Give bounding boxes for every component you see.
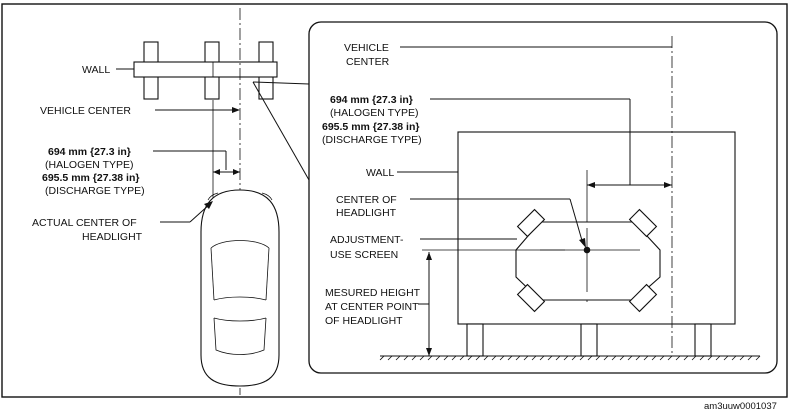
detail-view: VEHICLE CENTER 694 mm {27.3 in} (HALOGEN… [308,21,778,374]
headlight-center-point [583,246,591,254]
discharge-type-label: (DISCHARGE TYPE) [45,185,145,197]
zoom-line-bottom [252,81,310,181]
detail-halogen-type-label: (HALOGEN TYPE) [330,107,419,119]
adjustment-screen [515,208,661,313]
wall-top-view [133,41,278,100]
dimension-arrow [213,169,240,175]
zoom-line-top [252,81,310,85]
measured-height-label-3: OF HEADLIGHT [325,315,403,327]
detail-wall-label: WALL [366,167,394,179]
vehicle-center-label: VEHICLE CENTER [40,105,131,117]
center-headlight-label-2: HEADLIGHT [336,207,397,219]
distance-discharge-label: 695.5 mm {27.38 in} [42,172,139,184]
halogen-type-label: (HALOGEN TYPE) [45,159,134,171]
outer-frame [1,3,788,398]
actual-center-label-2: HEADLIGHT [82,231,143,243]
vehicle-outline [200,189,280,387]
adjustment-screen-label-2: USE SCREEN [330,249,398,261]
distance-halogen-label: 694 mm {27.3 in} [48,146,131,158]
measured-height-label-2: AT CENTER POINT [325,301,419,313]
detail-vehicle-center-label-1: VEHICLE [344,42,389,54]
wall-post-left [466,323,484,357]
detail-discharge-type-label: (DISCHARGE TYPE) [322,134,422,146]
floor [379,355,761,361]
wall-label: WALL [82,64,110,76]
center-headlight-label-1: CENTER OF [336,194,397,206]
detail-distance-halogen-label: 694 mm {27.3 in} [330,94,413,106]
adjustment-screen-label-1: ADJUSTMENT- [330,234,404,246]
wall-post-center [580,323,598,357]
measured-height-label-1: MESURED HEIGHT [325,287,421,299]
detail-vehicle-center-label-2: CENTER [346,56,390,68]
figure-id: am3uuw0001037 [704,401,777,412]
top-view: WALL VEHICLE CENTER 694 mm {27.3 in} (HA… [32,8,280,395]
wall-post-right [694,323,712,357]
actual-center-label-1: ACTUAL CENTER OF [32,217,137,229]
detail-distance-discharge-label: 695.5 mm {27.38 in} [322,121,419,133]
